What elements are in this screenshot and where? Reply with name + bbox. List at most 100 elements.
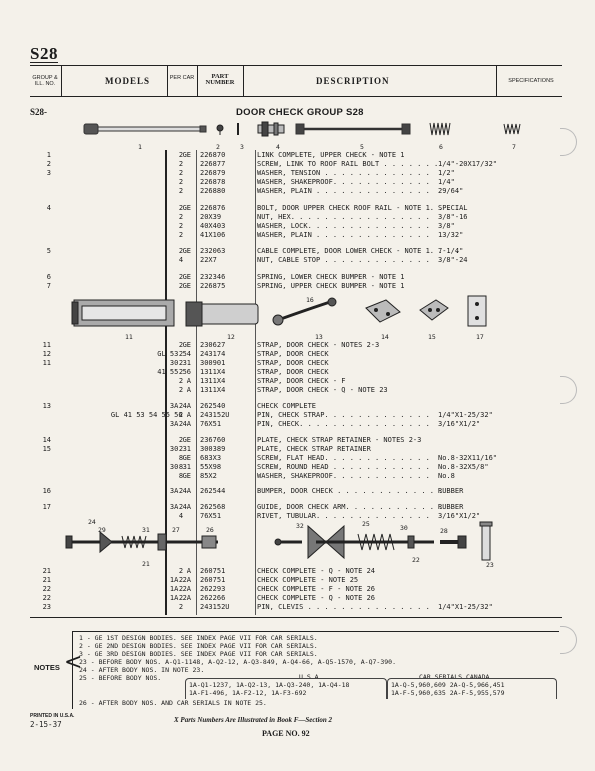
callout-label: 11 <box>125 333 133 341</box>
footer-note: X Parts Numbers Are Illustrated in Book … <box>174 716 333 724</box>
callout-label: 12 <box>227 333 235 341</box>
check-assembly-22-drawing <box>307 524 434 560</box>
group-title: DOOR CHECK GROUP S28 <box>236 107 364 118</box>
note-line: 25 - BEFORE BODY NOS. <box>79 674 162 682</box>
callout-label: 30 <box>400 524 408 532</box>
callout-label: 17 <box>476 333 484 341</box>
callout-label: 31 <box>142 526 150 534</box>
usa-label: U.S.A. <box>299 673 323 681</box>
canada-bracket <box>387 678 557 699</box>
callout-label: 6 <box>439 143 443 151</box>
notes-top-rule <box>30 617 562 618</box>
callout-label: 7 <box>512 143 516 151</box>
illustration-check-assemblies <box>65 521 493 561</box>
callout-label: 5 <box>360 143 364 151</box>
notes-label: NOTES <box>34 663 60 672</box>
print-date: 2-15-37 <box>30 720 62 729</box>
canada-serials-line: 1A-Q-5,960,609 2A-Q-5,966,451 <box>391 681 505 689</box>
callout-label: 24 <box>88 518 96 526</box>
note-line: 26 - AFTER BODY NOS. AND CAR SERIALS IN … <box>79 699 267 707</box>
callout-label: 29 <box>98 526 106 534</box>
page-code: S28 <box>30 44 58 63</box>
callout-label: 1 <box>138 143 142 151</box>
callout-label: 22 <box>412 556 420 564</box>
bolt-drawing <box>257 121 285 137</box>
illustration-upper-parts <box>83 121 521 137</box>
cable-drawing <box>295 123 411 135</box>
page-number: PAGE NO. 92 <box>262 729 310 738</box>
canada-label: CAR SERIALS CANADA <box>419 673 490 681</box>
usa-bracket <box>185 678 387 699</box>
callout-label: 14 <box>381 333 389 341</box>
header-divider <box>243 66 244 96</box>
notes-box: 1 - GE 1ST DESIGN BODIES. SEE INDEX PAGE… <box>72 631 559 709</box>
guide-23-drawing <box>479 521 493 561</box>
page-code-underline <box>30 62 58 63</box>
illustration-strap-parts <box>71 295 487 327</box>
callout-label: 32 <box>296 522 304 530</box>
note-line: 23 - BEFORE BODY NOS. A-Q1-1148, A-Q2-12… <box>79 658 396 666</box>
callout-label: 23 <box>486 561 494 569</box>
header-part-number: PART NUMBER <box>205 73 235 86</box>
table-header: GROUP & ILL. NO. MODELS PER CAR PART NUM… <box>30 65 562 97</box>
plate-15-drawing <box>419 299 449 321</box>
callout-label: 25 <box>362 520 370 528</box>
usa-serials-line: 1A-Q1-1237, 1A-Q2-13, 1A-Q3-240, 1A-Q4-1… <box>189 681 350 689</box>
header-description: DESCRIPTION <box>316 76 390 86</box>
note-line: 3 - GE 3RD DESIGN BODIES. SEE INDEX PAGE… <box>79 650 318 658</box>
header-divider <box>197 66 198 96</box>
group-code: S28- <box>30 107 48 117</box>
pin-32-drawing <box>274 538 302 546</box>
per-car-left-rule <box>165 150 167 615</box>
callout-label: 2 <box>216 143 220 151</box>
strap-11-drawing <box>71 299 175 327</box>
notes-brace: < <box>64 650 83 675</box>
note-line: 1 - GE 1ST DESIGN BODIES. SEE INDEX PAGE… <box>79 634 318 642</box>
arm-13-drawing <box>272 297 337 326</box>
desc-left-rule <box>255 150 256 615</box>
header-models: MODELS <box>105 76 151 86</box>
callout-label: 16 <box>306 296 314 304</box>
printed-in-usa: PRINTED IN U.S.A. <box>30 713 75 719</box>
callout-label: 28 <box>440 527 448 535</box>
usa-serials-line: 1A-F1-496, 1A-F2-12, 1A-F3-692 <box>189 689 307 697</box>
callout-label: 13 <box>315 333 323 341</box>
note-line: 24 - AFTER BODY NOS. IN NOTE 23. <box>79 666 205 674</box>
note-line: 2 - GE 2ND DESIGN BODIES. SEE INDEX PAGE… <box>79 642 318 650</box>
callout-label: 4 <box>276 143 280 151</box>
link-rod-drawing <box>83 123 207 135</box>
callout-label: 27 <box>172 526 180 534</box>
part-left-rule <box>196 150 197 615</box>
header-divider <box>167 66 168 96</box>
canada-serials-line: 1A-F-5,960,635 2A-F-5,955,579 <box>391 689 505 697</box>
